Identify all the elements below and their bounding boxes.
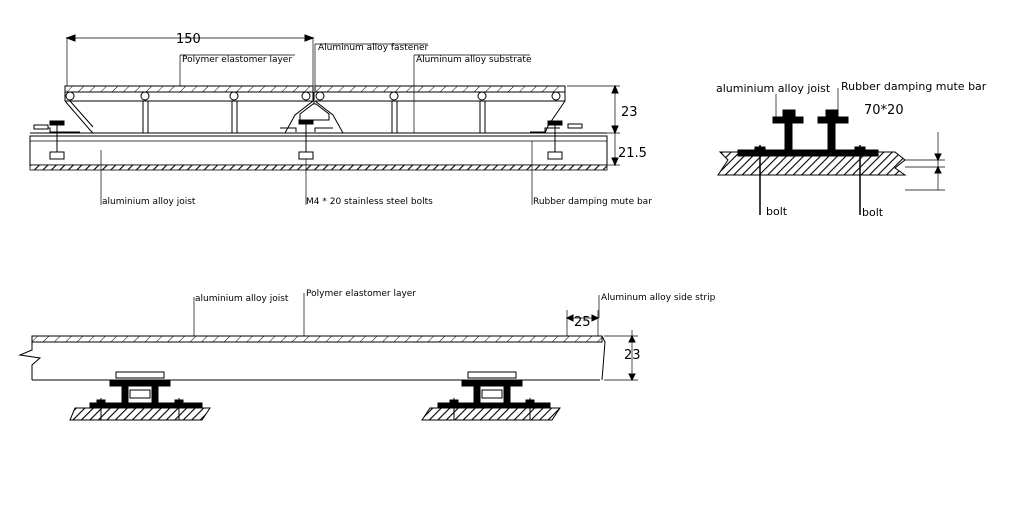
dimension-150: 150: [65, 32, 315, 88]
bottom-label-side-strip: Aluminum alloy side strip: [601, 293, 716, 303]
label-fastener: Aluminum alloy fastener: [318, 43, 429, 53]
top-section: 150: [29, 32, 652, 207]
side-bolt-left: [754, 145, 766, 215]
decking-panel-right: [314, 85, 566, 134]
bolt-left: [33, 120, 80, 160]
side-label-size: 70*20: [864, 103, 904, 118]
top-labels: Polymer elastomer layer Aluminum alloy f…: [100, 43, 652, 207]
support-left: [69, 371, 211, 421]
label-polymer-layer: Polymer elastomer layer: [182, 55, 292, 65]
side-dimension: [905, 132, 945, 191]
side-section: aluminium alloy joist Rubber damping mut…: [716, 80, 987, 219]
label-joist: aluminium alloy joist: [102, 197, 196, 207]
side-joist-right: [827, 121, 836, 153]
dim-21-5-label: 21.5: [618, 146, 647, 161]
dimension-25: 25: [565, 310, 600, 336]
side-bolt-right: [854, 145, 866, 215]
side-label-joist: aluminium alloy joist: [716, 82, 831, 95]
label-substrate: Aluminum alloy substrate: [416, 55, 532, 65]
side-base-plate: [737, 149, 879, 157]
side-joist-left: [784, 121, 793, 153]
bottom-labels: aluminium alloy joist Polymer elastomer …: [193, 289, 716, 336]
side-slab: [717, 151, 907, 176]
bottom-label-polymer: Polymer elastomer layer: [306, 289, 416, 299]
side-label-rubber: Rubber damping mute bar: [841, 80, 987, 93]
support-right: [421, 371, 561, 421]
decking-panel-left: [64, 85, 314, 134]
label-bolts: M4 * 20 stainless steel bolts: [306, 197, 433, 207]
dim-23-top-label: 23: [621, 105, 638, 120]
dimension-23-bottom: 23: [604, 330, 641, 382]
side-rubber-right: [817, 116, 849, 124]
fastener-center: [299, 92, 330, 121]
dim-25-label: 25: [574, 315, 591, 330]
side-label-bolt-right: bolt: [862, 206, 884, 219]
side-label-bolt-left: bolt: [766, 205, 788, 218]
dim-150-label: 150: [176, 32, 201, 47]
side-rubber-left: [772, 116, 804, 124]
label-rubber-bar: Rubber damping mute bar: [533, 197, 652, 207]
bolt-right: [530, 120, 583, 160]
dimension-23-top: 23 21.5: [567, 84, 647, 167]
joist-top: [29, 135, 608, 171]
bottom-section: 25 23 aluminium alloy joist Polymer elas…: [18, 289, 716, 421]
bottom-label-joist: aluminium alloy joist: [195, 294, 289, 304]
dim-23-bottom-label: 23: [624, 348, 641, 363]
bottom-panel: [18, 335, 606, 381]
